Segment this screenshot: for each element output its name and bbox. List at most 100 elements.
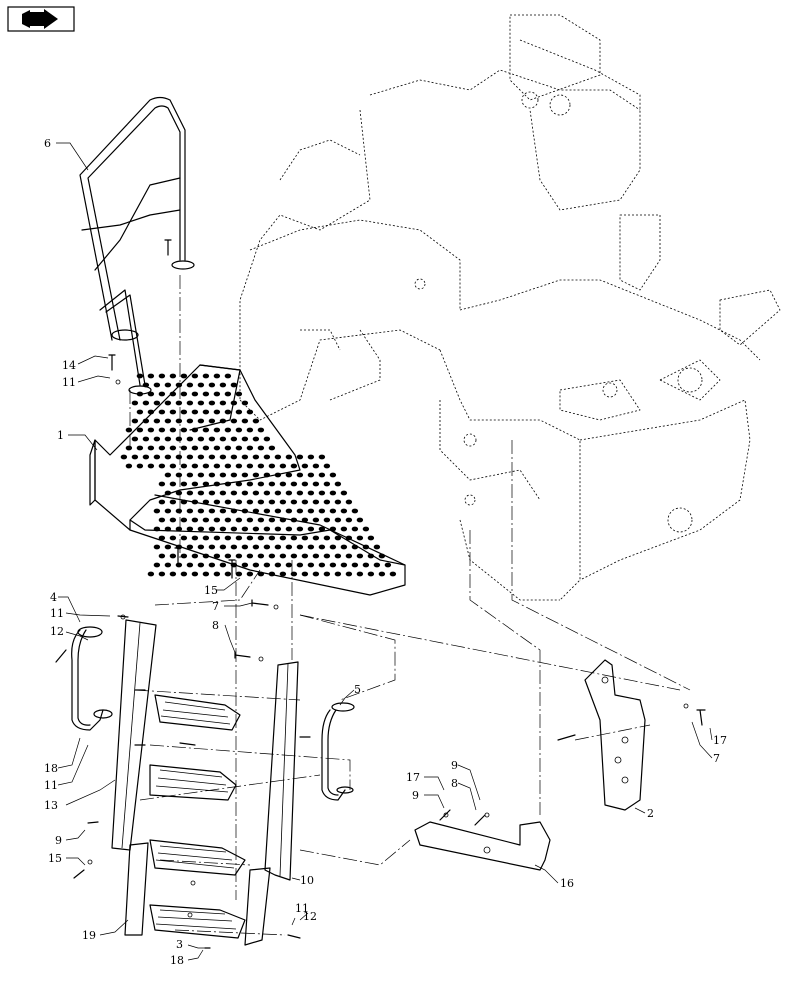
grip-hole [241,472,249,478]
grip-hole [230,508,238,514]
grip-hole [268,499,276,505]
grip-hole [323,499,331,505]
grip-hole [241,490,249,496]
grip-hole [153,544,161,550]
grip-hole [252,562,260,568]
grip-hole [279,499,287,505]
grip-hole [147,571,155,577]
grip-hole [274,562,282,568]
callout-12: 12 [50,625,64,638]
grip-hole [274,508,282,514]
grip-hole [235,553,243,559]
grip-hole [131,418,139,424]
nav-arrow-icon[interactable] [7,6,75,32]
grip-hole [285,490,293,496]
grip-hole [224,553,232,559]
grip-hole [186,526,194,532]
grip-hole [362,544,370,550]
grip-hole [230,544,238,550]
grip-hole [290,553,298,559]
platform-grip-holes [120,373,397,577]
callout-9: 9 [55,834,62,847]
grip-hole [169,463,177,469]
grip-hole [235,517,243,523]
grip-hole [213,409,221,415]
grip-hole [345,499,353,505]
grip-hole [307,472,315,478]
grip-hole [186,544,194,550]
grip-hole [136,409,144,415]
grip-hole [180,535,188,541]
grip-hole [263,436,271,442]
grip-hole [153,454,161,460]
grip-hole [296,508,304,514]
grip-hole [329,562,337,568]
grip-hole [224,463,232,469]
grip-hole [312,553,320,559]
grip-hole [263,544,271,550]
grip-hole [230,454,238,460]
grip-hole [263,472,271,478]
grip-hole [230,526,238,532]
grip-hole [263,508,271,514]
callout-14: 14 [62,359,76,372]
grip-hole [246,517,254,523]
grip-hole [219,472,227,478]
callout-8: 8 [451,777,458,790]
grip-hole [202,481,210,487]
grip-hole [175,544,183,550]
leader-lines [56,142,713,961]
grip-hole [312,463,320,469]
grip-hole [323,517,331,523]
grip-hole [147,427,155,433]
grip-hole [318,490,326,496]
grip-hole [235,481,243,487]
callout-18: 18 [170,954,184,967]
grip-hole [241,562,249,568]
grip-hole [197,562,205,568]
grip-hole [252,472,260,478]
grip-hole [153,400,161,406]
grip-hole [142,400,150,406]
grip-hole [131,436,139,442]
callout-1: 1 [57,429,64,442]
grip-hole [175,472,183,478]
grip-hole [351,544,359,550]
grip-hole [246,409,254,415]
grip-hole [136,445,144,451]
grip-hole [202,391,210,397]
grip-hole [153,382,161,388]
handrail [79,96,195,395]
grip-hole [235,535,243,541]
callout-11: 11 [295,902,309,915]
grip-hole [268,481,276,487]
ladder-rail-left [111,619,157,851]
grip-hole [175,436,183,442]
grip-hole [186,472,194,478]
grip-hole [252,526,260,532]
grip-hole [202,535,210,541]
grip-hole [312,481,320,487]
callout-15: 15 [48,852,62,865]
grip-hole [164,562,172,568]
grip-hole [191,571,199,577]
grip-hole [208,562,216,568]
grip-hole [213,391,221,397]
grip-hole [153,436,161,442]
grip-hole [246,445,254,451]
grip-hole [307,454,315,460]
grip-hole [323,463,331,469]
grip-hole [257,553,265,559]
grip-hole [147,409,155,415]
grip-hole [312,571,320,577]
grip-hole [175,454,183,460]
grip-hole [274,490,282,496]
grip-hole [136,463,144,469]
grip-hole [125,427,133,433]
grip-hole [307,544,315,550]
grip-hole [378,571,386,577]
grip-hole [197,436,205,442]
grip-hole [362,562,370,568]
grip-hole [164,418,172,424]
